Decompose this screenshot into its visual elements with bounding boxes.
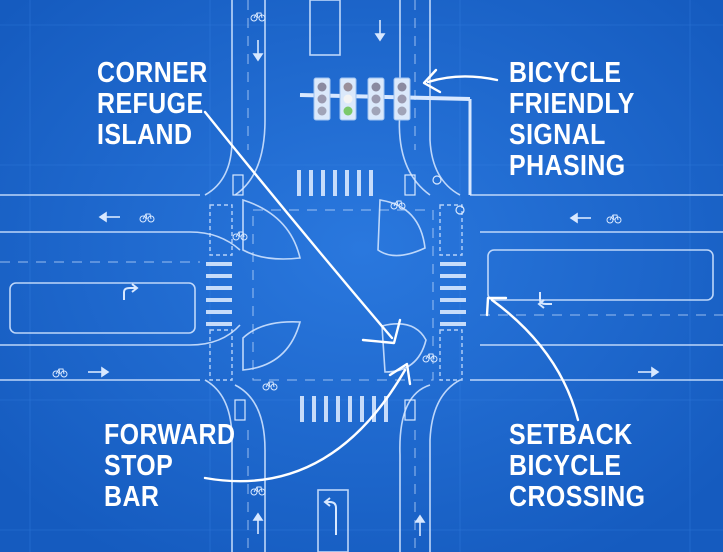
label-line: PHASING <box>509 150 626 182</box>
crosswalk-east <box>440 262 466 326</box>
right-arrow-icon <box>88 366 110 378</box>
corner-island-pointer <box>203 110 394 340</box>
direction-arrows <box>88 20 660 536</box>
turn-arrow-icon <box>537 292 552 309</box>
bike-crossings <box>209 204 463 381</box>
label-line: SIGNAL <box>509 119 606 151</box>
label-line: CORNER <box>97 57 208 89</box>
forward-stop-bar-pointer <box>203 368 407 483</box>
label-line: REFUGE <box>97 88 204 120</box>
crosswalk-west <box>206 262 232 326</box>
label-setback-bicycle-crossing: SETBACK BICYCLE CROSSING <box>509 420 645 513</box>
turn-arrow-icon <box>323 497 337 535</box>
label-line: SETBACK <box>509 419 633 451</box>
label-line: BICYCLE <box>509 57 622 89</box>
crosswalk-north <box>297 170 373 196</box>
label-forward-stop-bar: FORWARD STOP BAR <box>104 420 235 513</box>
label-line: ISLAND <box>97 119 193 151</box>
down-arrow-icon <box>374 20 386 42</box>
up-arrow-icon <box>252 512 264 534</box>
turn-arrow-icon <box>123 283 139 300</box>
left-arrow-icon <box>98 211 120 223</box>
label-bicycle-friendly-signal-phasing: BICYCLE FRIENDLY SIGNAL PHASING <box>509 58 635 182</box>
label-line: CROSSING <box>509 481 646 513</box>
label-line: FRIENDLY <box>509 88 635 120</box>
traffic-signal-icon <box>299 77 472 195</box>
down-arrow-icon <box>252 40 264 62</box>
callout-arrows <box>203 68 580 483</box>
signal-phasing-pointer <box>426 75 499 84</box>
up-arrow-icon <box>414 514 426 536</box>
setback-crossing-pointer <box>490 298 580 422</box>
label-corner-refuge-island: CORNER REFUGE ISLAND <box>97 58 208 151</box>
left-arrow-icon <box>569 212 591 224</box>
label-line: FORWARD <box>104 419 236 451</box>
corner-signal-posts <box>232 174 465 421</box>
label-line: BICYCLE <box>509 450 622 482</box>
right-arrow-icon <box>638 366 660 378</box>
label-line: STOP <box>104 450 174 482</box>
crosswalk-south <box>300 396 388 422</box>
label-line: BAR <box>104 481 160 513</box>
